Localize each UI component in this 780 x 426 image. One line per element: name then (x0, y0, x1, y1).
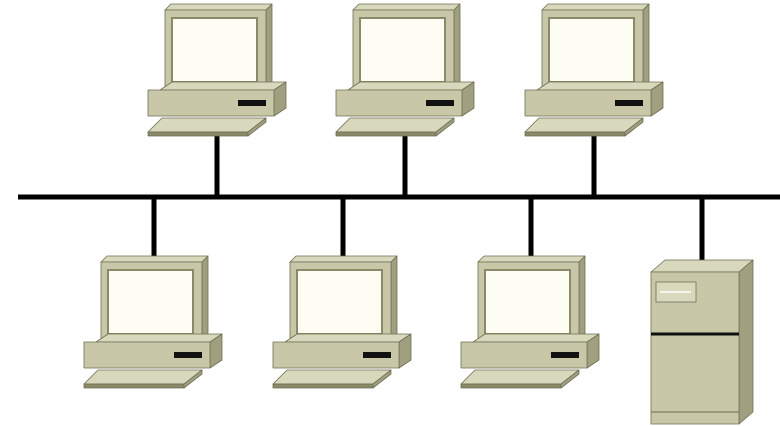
base-top (284, 333, 412, 343)
keyboard-top (83, 369, 203, 385)
monitor-side (390, 255, 398, 343)
base-top (536, 81, 664, 91)
base-top (347, 81, 475, 91)
monitor-top (164, 3, 273, 11)
keyboard-top (335, 117, 455, 133)
workstation-bottom-3 (460, 255, 600, 389)
base-front (272, 341, 400, 369)
monitor-side (453, 3, 461, 91)
keyboard-top (147, 117, 267, 133)
monitor-top (541, 3, 650, 11)
monitor-screen (359, 17, 446, 83)
keyboard-front (460, 383, 562, 389)
monitor-screen (548, 17, 635, 83)
workstation-top-2 (335, 3, 475, 137)
drive-slot (174, 352, 202, 358)
server-front (650, 271, 740, 425)
keyboard-side (372, 369, 392, 389)
workstation-top-1 (147, 3, 287, 137)
keyboard-front (524, 131, 626, 137)
monitor-top (289, 255, 398, 263)
keyboard-side (624, 117, 644, 137)
base-front (460, 341, 588, 369)
keyboard-front (147, 131, 249, 137)
keyboard-side (183, 369, 203, 389)
monitor-side (642, 3, 650, 91)
keyboard-side (435, 117, 455, 137)
base-top (95, 333, 223, 343)
monitor-top (477, 255, 586, 263)
monitor-top (352, 3, 461, 11)
tower-server (650, 259, 754, 425)
workstation-bottom-2 (272, 255, 412, 389)
workstation-top-3 (524, 3, 664, 137)
base-front (147, 89, 275, 117)
bus-cabling (18, 134, 780, 268)
server-side (738, 259, 754, 425)
monitor-screen (484, 269, 571, 335)
server-top (650, 259, 754, 273)
drive-slot (426, 100, 454, 106)
keyboard-side (247, 117, 267, 137)
keyboard-side (560, 369, 580, 389)
base-top (472, 333, 600, 343)
keyboard-top (272, 369, 392, 385)
monitor-top (100, 255, 209, 263)
workstation-bottom-1 (83, 255, 223, 389)
drive-slot (238, 100, 266, 106)
monitor-side (201, 255, 209, 343)
monitor-screen (171, 17, 258, 83)
drive-slot (615, 100, 643, 106)
base-top (159, 81, 287, 91)
base-front (524, 89, 652, 117)
keyboard-top (460, 369, 580, 385)
base-front (335, 89, 463, 117)
drive-slot (363, 352, 391, 358)
monitor-screen (296, 269, 383, 335)
keyboard-top (524, 117, 644, 133)
keyboard-front (335, 131, 437, 137)
keyboard-front (83, 383, 185, 389)
base-front (83, 341, 211, 369)
monitor-side (265, 3, 273, 91)
keyboard-front (272, 383, 374, 389)
monitor-side (578, 255, 586, 343)
drive-slot (551, 352, 579, 358)
monitor-screen (107, 269, 194, 335)
